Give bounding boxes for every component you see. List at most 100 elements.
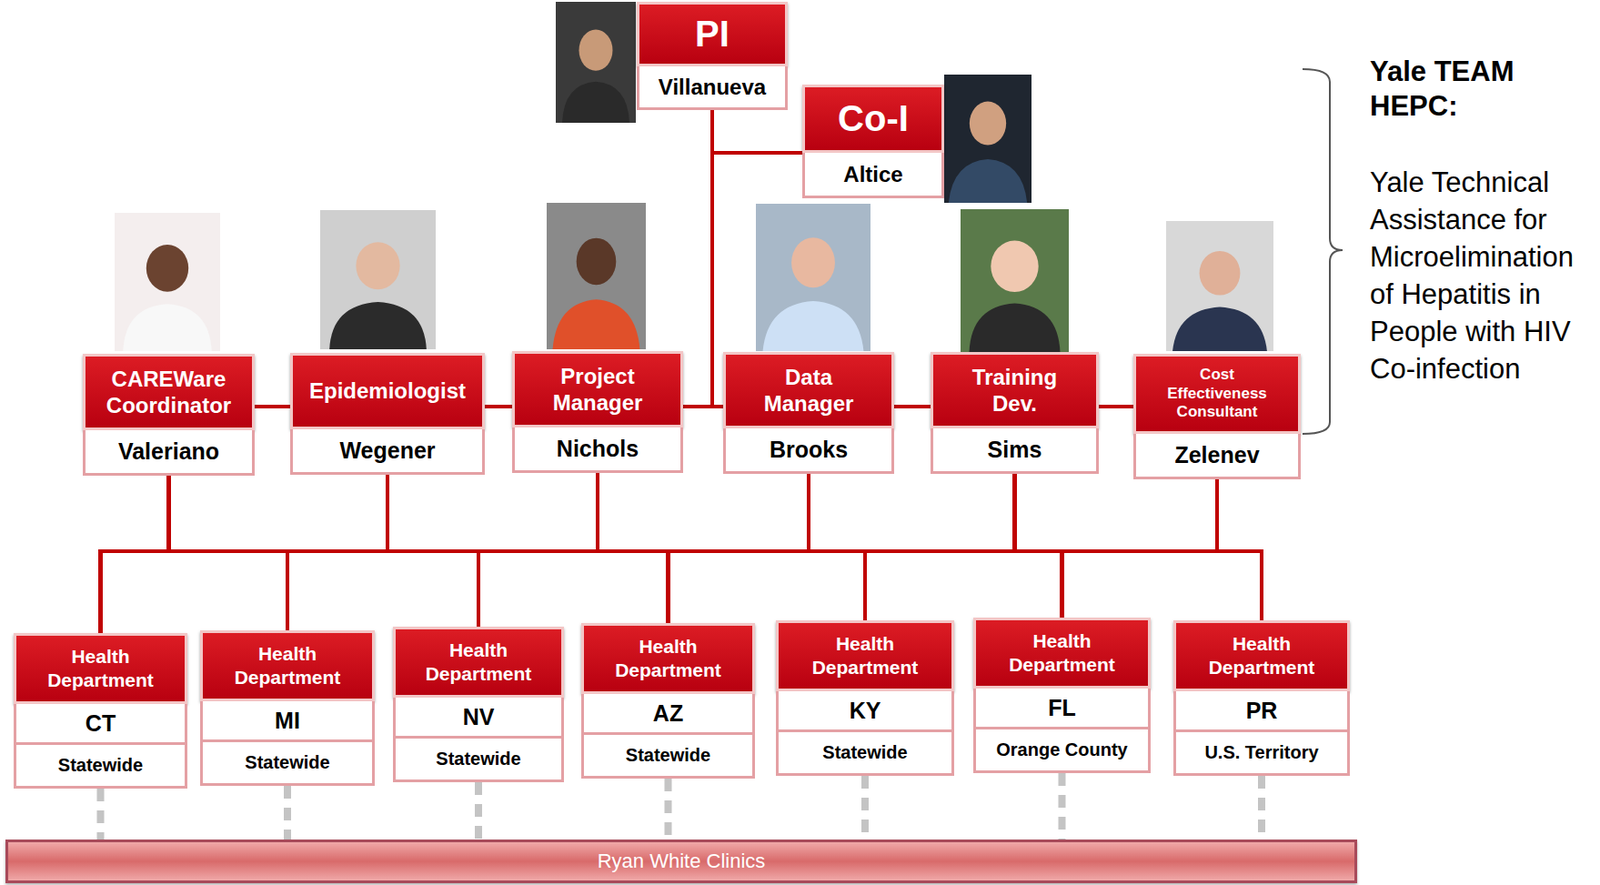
org-connector — [668, 473, 1016, 624]
dashed-connector — [861, 775, 869, 840]
heading-band: Epidemiologist — [290, 352, 485, 430]
box-heading: Co-I — [837, 96, 909, 141]
org-connector — [683, 110, 713, 407]
box-text: Statewide — [244, 751, 330, 774]
org-connector — [597, 472, 1262, 621]
portrait-photo — [755, 203, 871, 352]
org-connector — [254, 404, 291, 409]
text-band: Brooks — [723, 428, 895, 474]
text-band: Statewide — [200, 742, 375, 786]
dashed-connector — [474, 782, 483, 840]
box-text: Nichols — [556, 434, 639, 463]
photo-shoulders — [969, 303, 1061, 353]
department-box: Health DepartmentAZStatewide — [581, 623, 755, 779]
box-text: Orange County — [996, 738, 1128, 761]
box-heading: CAREWare Coordinator — [90, 365, 247, 420]
department-box: Health DepartmentKY Statewide — [775, 620, 955, 776]
portrait-photo — [944, 74, 1032, 203]
dashed-connector — [283, 785, 292, 840]
heading-band: Training Dev. — [930, 352, 1099, 429]
box-text: AZ — [653, 699, 684, 728]
text-band: PR — [1173, 691, 1350, 733]
org-connector — [668, 479, 1218, 624]
photo-shoulders — [948, 159, 1027, 203]
org-connector — [894, 404, 931, 409]
text-band: AZ — [581, 694, 755, 735]
org-connector — [668, 473, 810, 624]
text-band: Statewide — [392, 738, 564, 783]
photo-ground — [320, 210, 436, 350]
box-heading: PI — [694, 11, 730, 57]
text-band: U.S. Territory — [1173, 732, 1350, 776]
photo-ground — [755, 203, 871, 352]
photo-ground — [555, 1, 636, 123]
org-connector — [387, 474, 669, 624]
org-connector — [100, 475, 170, 634]
box-heading: Health Department — [994, 629, 1131, 676]
box-text: FL — [1047, 694, 1077, 723]
box-text: PR — [1246, 696, 1278, 725]
dashed-connector — [1058, 773, 1067, 840]
org-connector — [169, 475, 1063, 618]
text-band: Statewide — [775, 732, 955, 776]
text-band: Nichols — [512, 427, 684, 473]
org-connector — [808, 473, 1262, 621]
heading-band: Project Manager — [512, 351, 684, 428]
photo-head — [969, 101, 1007, 146]
box-text: Brooks — [769, 435, 848, 464]
text-band: Zelenev — [1133, 433, 1301, 480]
box-text: CT — [85, 709, 116, 738]
box-heading: Health Department — [219, 642, 356, 689]
text-band: Altice — [802, 152, 945, 199]
box-text: Statewide — [58, 754, 143, 776]
photo-head — [1199, 251, 1241, 296]
photo-head — [990, 241, 1038, 293]
box-text: MI — [274, 706, 301, 735]
org-connector — [808, 473, 1063, 618]
photo-head — [146, 244, 189, 292]
org-connector — [1098, 404, 1134, 409]
dashed-connector — [664, 778, 673, 840]
org-connector — [1015, 473, 1063, 618]
department-box: Health DepartmentMI Statewide — [200, 630, 375, 786]
heading-band: Health Department — [13, 633, 188, 705]
text-band: MI — [200, 701, 375, 743]
photo-head — [579, 30, 614, 71]
text-band: Statewide — [581, 734, 755, 779]
department-box: Health DepartmentPRU.S. Territory — [1173, 620, 1350, 776]
staff-box: EpidemiologistWegener — [290, 352, 485, 475]
org-connector — [597, 472, 669, 624]
box-heading: Health Department — [32, 644, 170, 692]
staff-box: Project ManagerNichols — [512, 351, 684, 473]
text-band: Wegener — [290, 429, 485, 475]
box-heading: Data Manager — [749, 363, 868, 418]
heading-band: Health Department — [973, 617, 1151, 689]
box-heading: Health Department — [796, 632, 934, 679]
box-heading: Epidemiologist — [309, 377, 466, 404]
photo-ground — [1166, 221, 1274, 352]
photo-shoulders — [329, 301, 427, 350]
lead-box: PIVillanueva — [636, 1, 788, 111]
heading-band: Health Department — [200, 630, 375, 702]
box-text: Ryan White Clinics — [597, 849, 766, 875]
box-heading: Training Dev. — [955, 363, 1075, 418]
org-connector — [478, 479, 1218, 627]
portrait-photo — [1166, 221, 1274, 352]
box-text: KY — [849, 696, 882, 725]
portrait-photo — [546, 202, 646, 350]
box-text: Statewide — [625, 744, 711, 766]
org-connector — [597, 472, 866, 621]
staff-box: Training Dev.Sims — [930, 352, 1099, 474]
text-band: Valeriano — [82, 430, 255, 476]
org-connector — [808, 473, 866, 621]
portrait-photo — [555, 1, 636, 123]
photo-ground — [944, 74, 1032, 203]
org-connector — [100, 479, 1218, 634]
photo-ground — [114, 212, 221, 352]
clinic-band: Ryan White Clinics — [5, 839, 1358, 884]
photo-shoulders — [122, 303, 212, 352]
org-connector — [100, 474, 389, 634]
org-connector — [169, 475, 866, 621]
heading-band: Health Department — [392, 626, 564, 698]
photo-ground — [960, 209, 1069, 353]
